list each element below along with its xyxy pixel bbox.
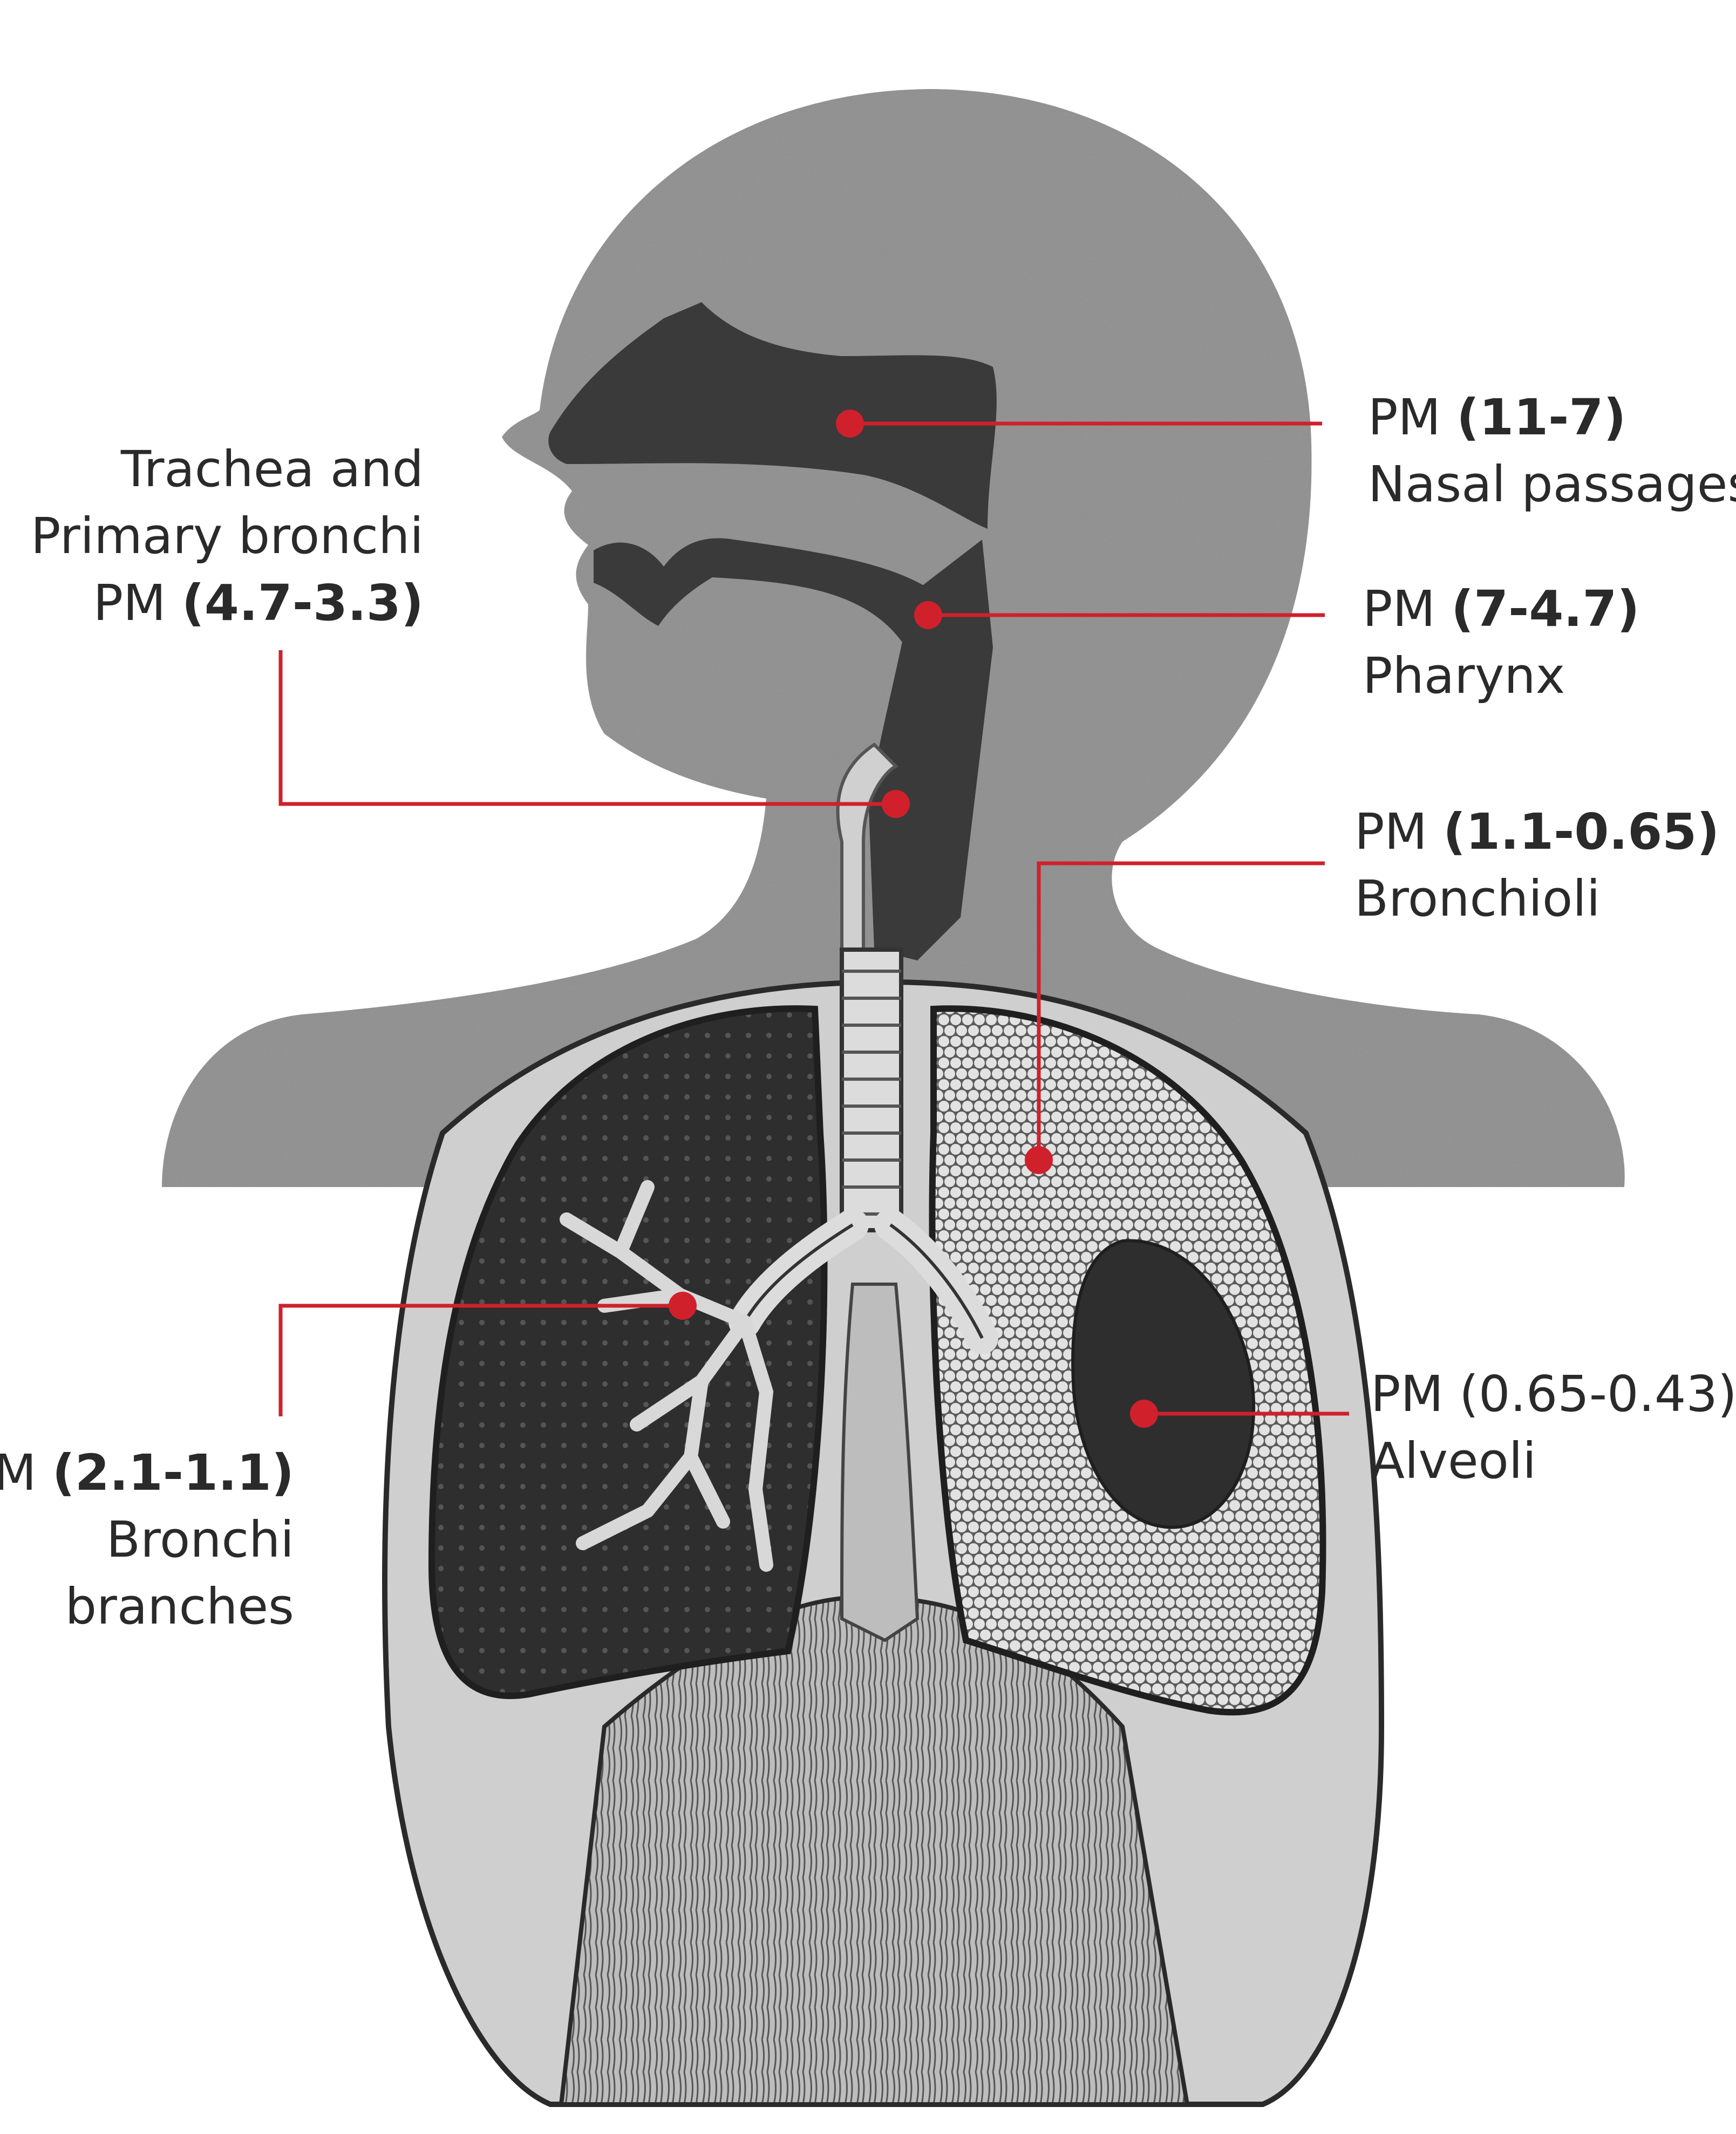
label-bronchioli-name: Bronchioli — [1354, 865, 1719, 932]
label-trachea-range: (4.7-3.3) — [182, 574, 424, 632]
label-pharynx-pm: PM — [1363, 580, 1435, 638]
label-bronchioli: PM (1.1-0.65) Bronchioli — [1354, 799, 1719, 932]
label-pharynx-range: (7-4.7) — [1451, 580, 1639, 638]
label-alveoli-pm: PM — [1371, 1365, 1444, 1423]
label-bronchioli-pm: PM — [1354, 803, 1427, 861]
marker-trachea — [882, 790, 910, 818]
marker-alveoli — [1130, 1400, 1158, 1428]
label-trachea-name-2: Primary bronchi — [31, 503, 424, 570]
label-alveoli: PM (0.65-0.43) Alveoli — [1371, 1361, 1736, 1495]
label-trachea-pm: PM — [93, 574, 166, 632]
label-alveoli-name: Alveoli — [1371, 1428, 1736, 1495]
label-trachea: Trachea and Primary bronchi PM (4.7-3.3) — [31, 436, 424, 637]
label-pharynx: PM (7-4.7) Pharynx — [1363, 576, 1639, 710]
label-alveoli-range: (0.65-0.43) — [1459, 1365, 1736, 1423]
label-bronchi-range: (2.1-1.1) — [52, 1444, 294, 1502]
label-bronchi: PM (2.1-1.1) Bronchi branches — [0, 1440, 294, 1640]
label-bronchioli-range: (1.1-0.65) — [1443, 803, 1719, 861]
label-nasal: PM (11-7) Nasal passages — [1368, 384, 1736, 518]
marker-nasal — [836, 410, 864, 438]
label-nasal-pm: PM — [1368, 388, 1441, 446]
label-nasal-name: Nasal passages — [1368, 451, 1736, 518]
marker-pharynx — [914, 601, 942, 629]
label-trachea-name-1: Trachea and — [31, 436, 424, 503]
label-bronchi-name-2: branches — [0, 1573, 294, 1640]
marker-bronchi — [669, 1292, 697, 1320]
label-bronchi-name-1: Bronchi — [0, 1506, 294, 1573]
label-nasal-range: (11-7) — [1456, 388, 1626, 446]
label-bronchi-pm: PM — [0, 1444, 37, 1502]
label-pharynx-name: Pharynx — [1363, 643, 1639, 710]
marker-bronchioli — [1025, 1146, 1053, 1174]
